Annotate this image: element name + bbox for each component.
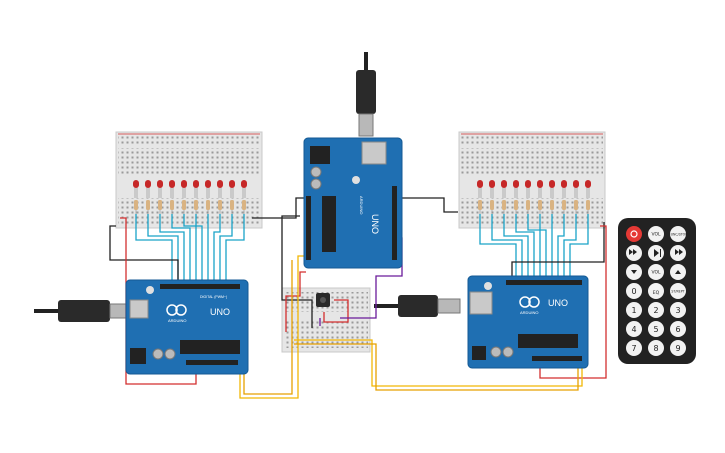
board-model-label-right: UNO [548,298,568,308]
led [169,180,175,198]
board-model-label: UNO [210,307,230,317]
arrow-down-icon [631,270,637,274]
remote-button[interactable]: 1 [626,302,642,318]
remote-button-label: FUNC/STOP [669,233,687,237]
wire-black-3 [511,222,605,280]
board-brand-label-right: ARDUINO [520,310,538,315]
led [477,180,483,198]
remote-button-label: 6 [675,325,680,334]
power-icon [630,230,638,238]
remote-button-label: 4 [631,325,636,334]
rewind-icon [629,249,637,255]
led [157,180,163,198]
usb-cable-top [356,52,376,137]
remote-button[interactable]: FUNC/STOP [669,226,687,242]
wire-orange-1 [243,260,293,395]
remote-button[interactable]: 7 [626,340,642,356]
remote-button-label: 1 [631,306,636,315]
remote-button-label: 5 [653,325,658,334]
remote-button[interactable]: 6 [670,321,686,337]
remote-button[interactable]: EQ [648,283,664,299]
remote-button[interactable]: VOL [648,226,664,242]
board-brand-label: ARDUINO [168,318,186,323]
wire-red-left [120,217,197,385]
breadboard-right [458,131,606,229]
breadboard-small [281,287,371,353]
remote-button[interactable]: ST/REPT [670,283,686,299]
fast-forward-icon [675,249,683,255]
wire-red-right [539,225,607,379]
led [145,180,151,198]
remote-button[interactable]: 4 [626,321,642,337]
remote-button-label: VOL [651,232,661,238]
wire-orange-2 [294,343,579,391]
arduino-right: UNO ARDUINO [467,275,589,369]
wire-red-ir [323,299,349,323]
remote-button-label: ST/REPT [671,290,684,294]
wire-black-2 [109,225,179,286]
remote-button[interactable] [626,226,642,242]
wire-red-mid [285,271,306,332]
remote-button-label: EQ [653,290,660,296]
usb-cable-left [34,300,131,322]
wire-yellow-1 [239,255,306,399]
remote-button[interactable]: 3 [670,302,686,318]
led [181,180,187,198]
arrow-up-icon [675,270,681,274]
remote-button-label: VOL [651,270,661,276]
remote-button-label: 2 [653,306,658,315]
remote-button[interactable]: 9 [670,340,686,356]
remote-button[interactable]: 0 [626,283,642,299]
led [513,180,519,198]
remote-button-label: 9 [675,344,680,353]
remote-button-label: 8 [653,344,658,353]
wires [109,197,607,399]
led-bank-left [133,180,247,216]
led [241,180,247,198]
remote-button-label: 7 [631,344,636,353]
led [501,180,507,198]
remote-button[interactable] [670,245,686,261]
ir-remote: VOL FUNC/STOP VOL 0 EQ ST/REPT 1 2 3 4 5 6 7 8 9 [618,218,696,364]
led [537,180,543,198]
board-brand-label-center: ARDUINO [359,196,364,214]
remote-button[interactable]: 8 [648,340,664,356]
remote-button[interactable]: 5 [648,321,664,337]
led [229,180,235,198]
remote-button[interactable]: VOL [648,264,664,280]
board-model-label-center: UNO [370,214,380,234]
breadboard-left [115,131,263,229]
led [585,180,591,198]
led [205,180,211,198]
remote-button-label: 0 [631,287,636,296]
arduino-left: UNO ARDUINO DIGITAL (PWM~) [125,279,249,375]
led [561,180,567,198]
led [489,180,495,198]
led [217,180,223,198]
play-pause-icon [654,249,661,257]
led [573,180,579,198]
led [133,180,139,198]
board-digital-label: DIGITAL (PWM~) [200,295,227,299]
led-bank-right [477,180,591,216]
remote-button-label: 3 [675,306,680,315]
wire-yellow-2 [294,339,583,387]
led [549,180,555,198]
led [525,180,531,198]
arduino-center: UNO ARDUINO [303,137,403,269]
usb-cable-right [374,295,461,317]
wire-black-4 [281,215,313,328]
led [193,180,199,198]
remote-button[interactable]: 2 [648,302,664,318]
